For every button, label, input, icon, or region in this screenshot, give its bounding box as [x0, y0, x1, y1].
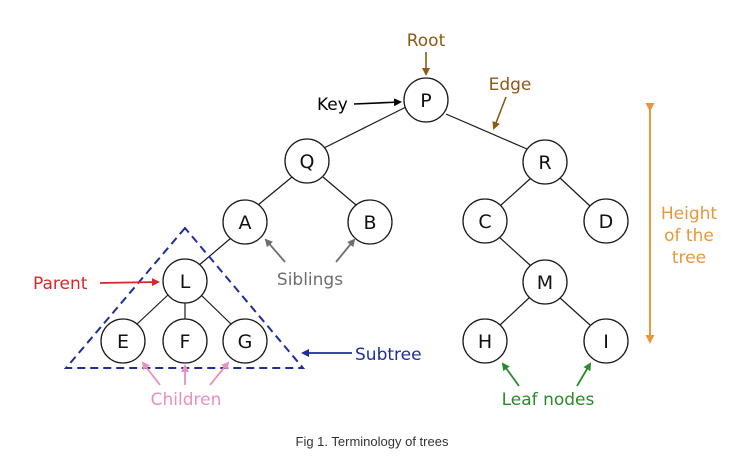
node-d-label: D [599, 211, 614, 233]
edge-l-e [135, 293, 170, 326]
node-h: H [462, 318, 508, 364]
node-e-label: E [117, 331, 129, 353]
node-f-label: F [180, 331, 191, 353]
node-g: G [222, 318, 268, 364]
node-e: E [100, 318, 146, 364]
node-g-label: G [238, 331, 253, 353]
edge-q-a [257, 176, 293, 206]
key-label: Key [317, 95, 348, 115]
node-c-label: C [478, 211, 491, 233]
node-h-label: H [478, 331, 492, 353]
edge-q-b [322, 176, 357, 206]
height-label-line2: of the [664, 226, 714, 246]
edge-arrow [492, 96, 507, 130]
tree-edges [135, 106, 591, 326]
edge-l-g [199, 293, 233, 326]
parent-label: Parent [33, 274, 88, 294]
siblings-label: Siblings [277, 270, 343, 290]
node-b: B [347, 199, 393, 245]
node-q: Q [284, 138, 330, 184]
leaf-arrow-i [576, 362, 592, 387]
children-arrow-g [209, 361, 230, 386]
edge-r-c [499, 177, 532, 207]
children-label: Children [151, 390, 222, 410]
node-a-label: A [239, 212, 252, 234]
node-m: M [522, 259, 568, 305]
node-m-label: M [537, 272, 553, 294]
height-label-line1: Height [661, 204, 718, 224]
leaf-arrow-h [501, 362, 520, 387]
figure-caption: Fig 1. Terminology of trees [296, 434, 449, 449]
edge-r-d [559, 177, 591, 207]
key-arrow [353, 98, 402, 107]
subtree-label: Subtree [355, 345, 422, 365]
edge-p-r [445, 113, 528, 150]
node-p: P [403, 77, 449, 123]
edge-a-l [197, 237, 232, 267]
edge-m-i [558, 296, 591, 326]
edge-label: Edge [489, 75, 532, 95]
node-i: I [583, 318, 629, 364]
root-label: Root [407, 31, 446, 51]
node-p-label: P [420, 90, 431, 112]
node-q-label: Q [300, 151, 315, 173]
parent-arrow [99, 278, 160, 287]
height-label-line3: tree [672, 248, 706, 268]
node-r-label: R [538, 152, 551, 174]
edge-m-h [499, 296, 531, 326]
node-d: D [583, 198, 629, 244]
node-i-label: I [603, 331, 609, 353]
children-arrow-e [141, 361, 161, 386]
node-l-label: L [180, 271, 191, 293]
node-c: C [462, 198, 508, 244]
node-b-label: B [363, 212, 376, 234]
node-a: A [222, 199, 268, 245]
node-r: R [522, 139, 568, 185]
siblings-arrow-b [335, 238, 356, 263]
node-l: L [162, 258, 208, 304]
edge-c-m [497, 235, 532, 267]
edge-p-q [323, 106, 407, 149]
siblings-arrow-a [264, 238, 286, 263]
node-f: F [162, 318, 208, 364]
leaf-nodes-label: Leaf nodes [502, 390, 595, 410]
